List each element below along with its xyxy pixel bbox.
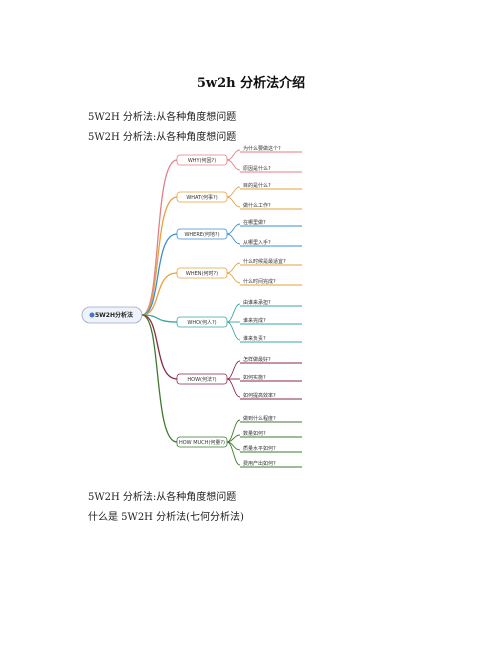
leaf-label: 如何提高效率? xyxy=(243,392,276,399)
branch-label: WHEN(何时?) xyxy=(186,270,218,277)
intro-line-2: 5W2H 分析法:从各种角度想问题 xyxy=(88,132,237,143)
branch-label: HOW(何法?) xyxy=(187,376,216,383)
leaf-label: 做到什么程度? xyxy=(243,415,276,422)
leaf-label: 目的是什么? xyxy=(243,182,271,189)
branch-label: HOW MUCH(何量?) xyxy=(179,439,225,446)
leaf-label: 什么时间完成? xyxy=(243,278,276,285)
branch-label: WHERE(何地?) xyxy=(184,231,219,238)
branch-connector xyxy=(141,314,178,380)
leaf-connector xyxy=(226,149,241,161)
branch-connector xyxy=(141,314,178,323)
leaf-connector xyxy=(226,321,241,341)
document-title: 5w2h 分析法介绍 xyxy=(196,76,306,91)
center-label: 5W2H分析法 xyxy=(95,311,133,319)
intro-line-1: 5W2H 分析法:从各种角度想问题 xyxy=(88,112,237,123)
branch-label: WHAT(何事?) xyxy=(186,194,217,201)
intro-line-3: 5W2H 分析法:从各种角度想问题 xyxy=(88,492,237,503)
leaf-connector xyxy=(226,360,241,380)
center-node xyxy=(81,306,143,324)
branch-connector xyxy=(141,159,178,316)
leaf-label: 质量水平如何? xyxy=(243,445,276,452)
leaf-label: 由谁来承担? xyxy=(243,299,271,306)
leaf-label: 从哪里入手? xyxy=(243,239,271,246)
branch-connector xyxy=(141,314,178,443)
leaf-label: 做什么工作? xyxy=(243,202,271,209)
branch-connector xyxy=(141,272,178,316)
leaf-connector xyxy=(226,378,241,398)
leaf-label: 谁来完成? xyxy=(243,317,266,324)
leaf-label: 如何实施? xyxy=(243,374,266,381)
center-bullet-icon xyxy=(89,312,95,318)
branch-label: WHO(何人?) xyxy=(187,319,216,326)
leaf-label: 什么时候是最适宜? xyxy=(243,258,286,265)
leaf-label: 怎样做最好? xyxy=(243,356,271,363)
leaf-label: 为什么要做这个? xyxy=(243,145,281,152)
branch-connector xyxy=(141,196,178,316)
leaf-label: 谁来负责? xyxy=(243,335,266,342)
leaf-connector xyxy=(226,303,241,323)
leaf-connector xyxy=(226,441,241,466)
mindmap-diagram: WHY(何因?) 为什么要做这个? 原因是什么? WHAT(何事?) 目的是什么? 做什么… xyxy=(81,145,302,468)
leaf-connector xyxy=(226,223,241,235)
leaf-connector xyxy=(226,186,241,198)
branch-label: WHY(何因?) xyxy=(188,157,216,164)
leaf-connector xyxy=(226,159,241,171)
what-is-5w2h-line: 什么是 5W2H 分析法(七何分析法) xyxy=(88,512,244,523)
leaf-label: 原因是什么? xyxy=(243,165,271,172)
leaf-connector xyxy=(226,196,241,208)
leaf-connector xyxy=(226,262,241,274)
leaf-label: 费用产出如何? xyxy=(243,460,276,467)
leaf-label: 数量如何? xyxy=(243,430,266,437)
leaf-label: 在哪里做? xyxy=(243,219,266,226)
branch-connector xyxy=(141,233,178,316)
leaf-connector xyxy=(226,233,241,245)
leaf-connector xyxy=(226,272,241,284)
